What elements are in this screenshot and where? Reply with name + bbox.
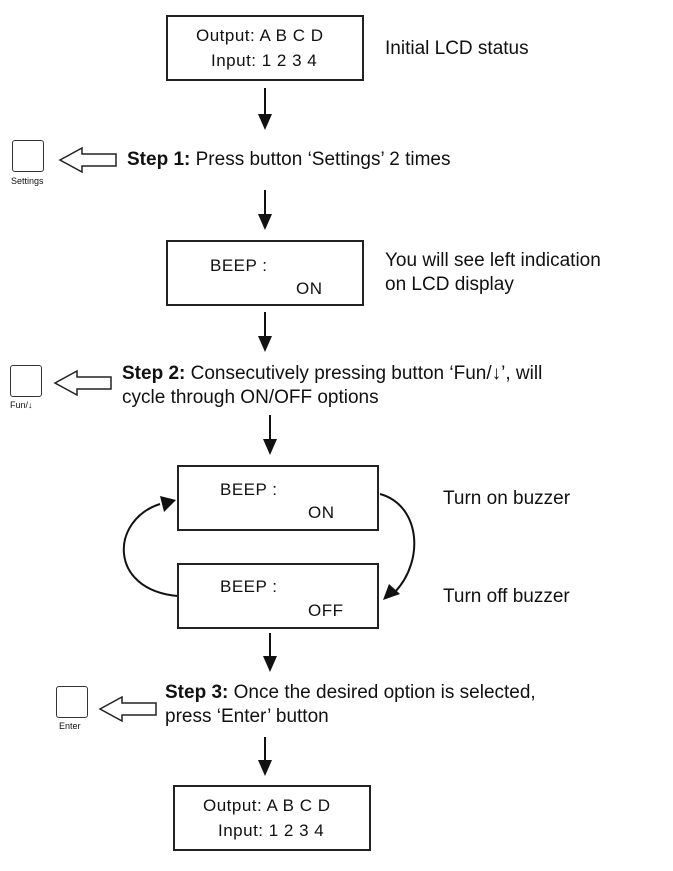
caption-line-1: You will see left indication: [385, 250, 601, 271]
fun-button-label: Fun/↓: [10, 400, 33, 410]
turn-off-buzzer-caption: Turn off buzzer: [443, 586, 570, 607]
down-arrow-2: [258, 190, 272, 230]
lcd-beep-label: BEEP :: [210, 256, 268, 275]
lcd-beep-off: BEEP : OFF: [177, 563, 379, 629]
enter-button-label: Enter: [59, 721, 81, 731]
enter-button[interactable]: [56, 686, 88, 718]
cycle-arrow-left: [123, 496, 179, 597]
step-2-label: Step 2:: [122, 363, 186, 384]
down-arrow-6: [258, 737, 272, 776]
lcd-beep-label: BEEP :: [220, 480, 278, 499]
settings-button[interactable]: [12, 140, 44, 172]
step-1-label: Step 1:: [127, 149, 191, 170]
settings-pointer-arrow: [58, 146, 117, 174]
down-arrow-3: [258, 312, 272, 352]
step-3-text: Once the desired option is selected,: [228, 682, 536, 703]
initial-lcd-caption: Initial LCD status: [385, 38, 529, 59]
lcd-input-line: Input: 1 2 3 4: [218, 821, 325, 840]
enter-pointer-arrow: [98, 695, 157, 723]
lcd-final-status: Output: A B C D Input: 1 2 3 4: [173, 785, 371, 851]
lcd-initial-status: Output: A B C D Input: 1 2 3 4: [166, 15, 364, 81]
lcd-beep-value: ON: [296, 279, 323, 298]
lcd-output-line: Output: A B C D: [196, 26, 324, 45]
lcd-output-line: Output: A B C D: [203, 796, 331, 815]
fun-down-button[interactable]: [10, 365, 42, 397]
lcd-input-line: Input: 1 2 3 4: [211, 51, 318, 70]
lcd-beep-on: BEEP : ON: [177, 465, 379, 531]
lcd-beep-value: ON: [308, 503, 335, 522]
cycle-arrow-right: [379, 493, 416, 600]
step-3-text-line2: press ‘Enter’ button: [165, 706, 329, 727]
step-3-label: Step 3:: [165, 682, 229, 703]
step-2-text: Consecutively pressing button ‘Fun/↓’, w…: [185, 363, 543, 384]
caption-line-2: on LCD display: [385, 274, 514, 295]
fun-pointer-arrow: [53, 369, 112, 397]
lcd-beep-label: BEEP :: [220, 577, 278, 596]
beep-indication-caption: You will see left indication on LCD disp…: [385, 249, 601, 297]
settings-button-label: Settings: [11, 176, 44, 186]
down-arrow-5: [263, 633, 277, 672]
lcd-beep-value: OFF: [308, 601, 344, 620]
step-1-text: Press button ‘Settings’ 2 times: [190, 149, 451, 170]
step-3-instruction: Step 3: Once the desired option is selec…: [165, 681, 536, 729]
down-arrow-1: [258, 88, 272, 130]
lcd-beep-indication: BEEP : ON: [166, 240, 364, 306]
step-2-instruction: Step 2: Consecutively pressing button ‘F…: [122, 362, 542, 410]
step-2-text-line2: cycle through ON/OFF options: [122, 387, 379, 408]
step-1-instruction: Step 1: Press button ‘Settings’ 2 times: [127, 148, 451, 172]
down-arrow-4: [263, 415, 277, 455]
turn-on-buzzer-caption: Turn on buzzer: [443, 488, 571, 509]
